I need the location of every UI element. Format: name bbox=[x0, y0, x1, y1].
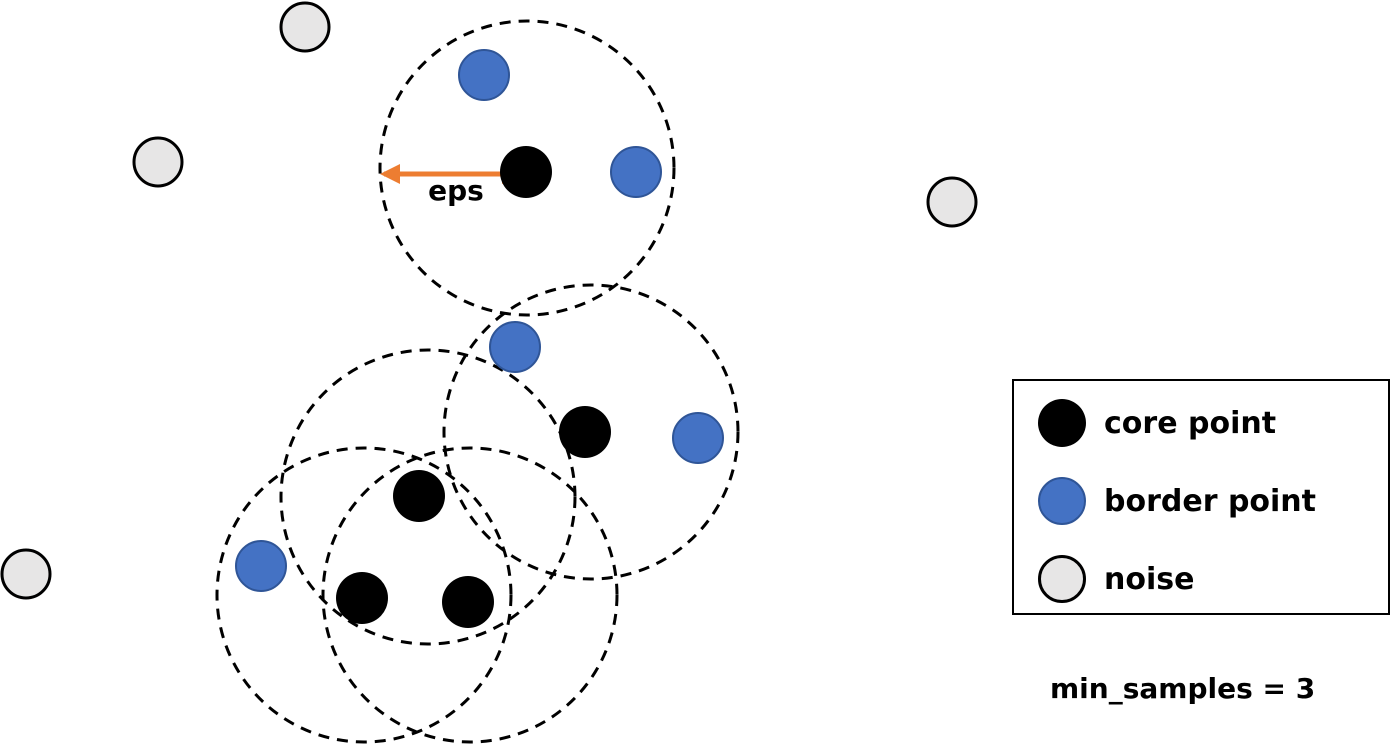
eps-circle-lower-right bbox=[321, 446, 619, 744]
core-point bbox=[393, 470, 445, 522]
border-point bbox=[489, 321, 541, 373]
eps-circle-lower-left bbox=[215, 446, 513, 744]
min-samples-label: min_samples = 3 bbox=[1050, 672, 1316, 705]
core-point bbox=[500, 146, 552, 198]
legend: core point border point noise bbox=[1012, 379, 1390, 615]
eps-circle-middle bbox=[279, 348, 577, 646]
border-point bbox=[458, 49, 510, 101]
legend-label-core: core point bbox=[1104, 405, 1277, 441]
border-point bbox=[235, 540, 287, 592]
eps-neighborhoods bbox=[215, 19, 740, 744]
eps-label: eps bbox=[428, 174, 484, 207]
noise-point bbox=[279, 1, 331, 53]
core-point bbox=[559, 406, 611, 458]
border-point bbox=[672, 412, 724, 464]
border-points bbox=[235, 49, 724, 592]
legend-label-noise: noise bbox=[1104, 561, 1195, 597]
core-point bbox=[336, 572, 388, 624]
noise-point bbox=[132, 136, 184, 188]
noise-point bbox=[0, 548, 52, 600]
border-point bbox=[610, 146, 662, 198]
legend-label-border: border point bbox=[1104, 483, 1317, 519]
legend-item-core: core point bbox=[1038, 397, 1276, 449]
noise-point bbox=[926, 176, 978, 228]
legend-item-border: border point bbox=[1038, 475, 1316, 527]
legend-item-noise: noise bbox=[1038, 553, 1194, 605]
core-points bbox=[336, 146, 611, 628]
eps-circle-right bbox=[442, 283, 740, 581]
noise-points bbox=[0, 1, 978, 600]
border-point-swatch bbox=[1038, 477, 1086, 525]
noise-point-swatch bbox=[1038, 555, 1086, 603]
core-point-swatch bbox=[1038, 399, 1086, 447]
core-point bbox=[442, 576, 494, 628]
